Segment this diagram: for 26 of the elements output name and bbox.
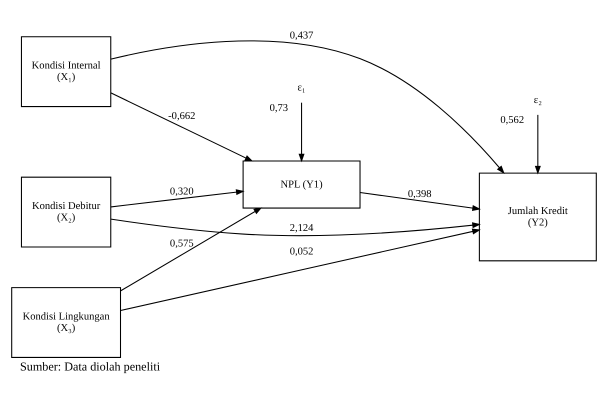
- edge-label: 0,052: [290, 246, 314, 258]
- edge-label: -0,662: [168, 111, 196, 122]
- node-box: Kondisi Internal (X₁): [20, 36, 112, 108]
- edge-label: 0,437: [290, 30, 314, 42]
- arrow: [360, 192, 481, 212]
- arrow: [110, 92, 254, 162]
- node-text: ε₂: [534, 94, 542, 106]
- arrow: [120, 207, 262, 292]
- node-text: ε₁: [298, 82, 306, 94]
- arrow: [110, 218, 481, 236]
- arrow: [120, 228, 481, 311]
- node-box: NPL (Y1): [242, 160, 361, 209]
- arrow: [110, 40, 505, 174]
- node-box: Jumlah Kredit (Y2): [478, 172, 597, 262]
- node-box: Kondisi Debitur (X₂): [20, 176, 112, 248]
- node-box: Kondisi Lingkungan (X₃): [11, 287, 122, 358]
- node-label: 0,73: [270, 102, 288, 114]
- caption: Sumber: Data diolah peneliti: [20, 359, 160, 374]
- node-label: 0,562: [500, 115, 524, 126]
- edge-label: 2,124: [290, 223, 314, 234]
- arrow: [110, 189, 245, 208]
- arrow: [298, 102, 305, 162]
- arrow: [534, 114, 541, 175]
- edge-label: 0,398: [408, 189, 432, 200]
- edge-label: 0,320: [170, 186, 194, 198]
- edge-label: 0,575: [170, 238, 194, 250]
